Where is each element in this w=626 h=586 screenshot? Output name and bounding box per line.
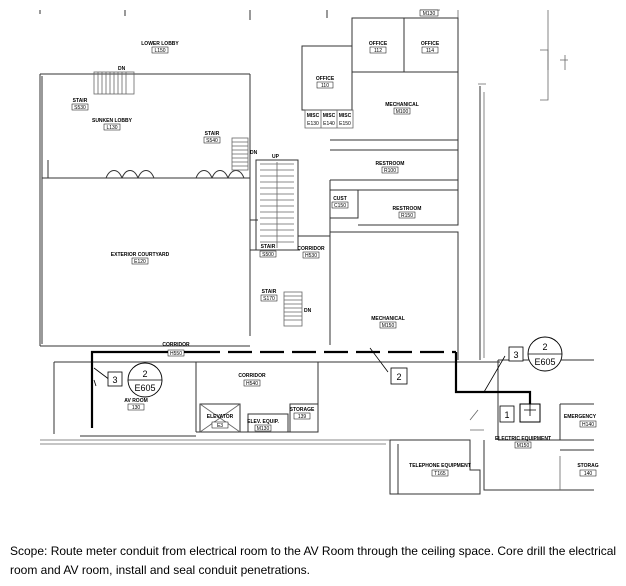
room-name: ELEVATOR	[207, 414, 234, 420]
room-name: MECHANICAL	[371, 316, 405, 322]
room-number: H550	[170, 351, 182, 357]
keynote-tag: 1	[504, 410, 509, 420]
room-name: STAIR	[73, 98, 88, 104]
keynote-tag: 3	[513, 350, 518, 360]
room-number: 110	[321, 83, 329, 89]
room-number: R150	[401, 213, 413, 219]
stair-direction: UP	[272, 154, 280, 160]
room-number: S540	[206, 138, 218, 144]
room-number: 130	[132, 405, 141, 411]
room-number: E3	[217, 423, 223, 429]
room-name: ELEV. EQUIP.	[247, 419, 279, 425]
stair-direction: DN	[118, 66, 126, 72]
stair-direction: DN	[304, 308, 312, 314]
scope-text: Scope: Route meter conduit from electric…	[10, 544, 617, 577]
room-name: STORAG	[577, 463, 598, 469]
room-name: MISC	[323, 113, 336, 119]
room-number: H530	[305, 253, 317, 259]
room-name: MISC	[339, 113, 352, 119]
room-number: H540	[246, 381, 258, 387]
room-name: SUNKEN LOBBY	[92, 118, 133, 124]
room-name: OFFICE	[316, 76, 335, 82]
room-number: E130	[307, 121, 319, 127]
room-number: M130	[257, 426, 270, 432]
walls	[39, 9, 594, 495]
room-number: M150	[382, 323, 395, 329]
room-name: OFFICE	[421, 41, 440, 47]
room-name: STAIR	[262, 289, 277, 295]
room-name: TELEPHONE EQUIPMENT	[409, 463, 471, 469]
keynote-tag: 3	[112, 375, 117, 385]
room-number: S500	[262, 252, 274, 258]
room-name: STAIR	[261, 244, 276, 250]
floor-plan: LOWER LOBBY L150 M130 OFFICE 112 OFFICE …	[39, 9, 599, 495]
room-name: ELECTRIC EQUIPMENT	[495, 436, 551, 442]
section-number: 2	[542, 342, 547, 352]
room-number: M150	[517, 443, 530, 449]
room-number: 139	[298, 414, 307, 420]
section-sheet: E605	[134, 383, 155, 393]
stair-markers: DN UP DN DN	[118, 66, 312, 314]
room-name: OFFICE	[369, 41, 388, 47]
keynote-tag: 2	[396, 372, 401, 382]
room-name: STORAGE	[290, 407, 315, 413]
room-name: RESTROOM	[393, 206, 422, 212]
room-name: RESTROOM	[376, 161, 405, 167]
room-number: 114	[426, 48, 434, 54]
room-name: LOWER LOBBY	[141, 41, 179, 47]
section-sheet: E605	[534, 357, 555, 367]
room-name: CORRIDOR	[162, 342, 190, 348]
room-number: T165	[434, 471, 446, 477]
room-number: R100	[384, 168, 396, 174]
room-number: E140	[323, 121, 335, 127]
room-name: EXTERIOR COURTYARD	[111, 252, 170, 258]
section-number: 2	[142, 369, 147, 379]
room-name: MISC	[307, 113, 320, 119]
room-name: STAIR	[205, 131, 220, 137]
room-number: L130	[106, 125, 117, 131]
conduit-route	[90, 347, 532, 428]
stair-direction: DN	[250, 150, 258, 156]
room-number: L150	[154, 48, 165, 54]
room-name: CORRIDOR	[297, 246, 325, 252]
room-name: AV ROOM	[124, 398, 148, 404]
room-number: S530	[74, 105, 86, 111]
room-labels: LOWER LOBBY L150 M130 OFFICE 112 OFFICE …	[71, 9, 599, 477]
room-number: E120	[134, 259, 146, 265]
room-name: CUST	[333, 196, 347, 202]
room-number: 140	[584, 471, 593, 477]
room-number: S170	[263, 296, 275, 302]
room-number: C150	[334, 203, 346, 209]
room-number: E150	[339, 121, 351, 127]
room-number: H140	[582, 422, 594, 428]
room-number: M100	[396, 109, 409, 115]
room-name: EMERGENCY	[564, 414, 597, 420]
room-name: MECHANICAL	[385, 102, 419, 108]
callouts: 3 2 E605 2 3 2 E605 1	[107, 336, 563, 423]
room-number: 112	[374, 48, 382, 54]
room-name: CORRIDOR	[238, 373, 266, 379]
room-number: M130	[423, 11, 436, 17]
